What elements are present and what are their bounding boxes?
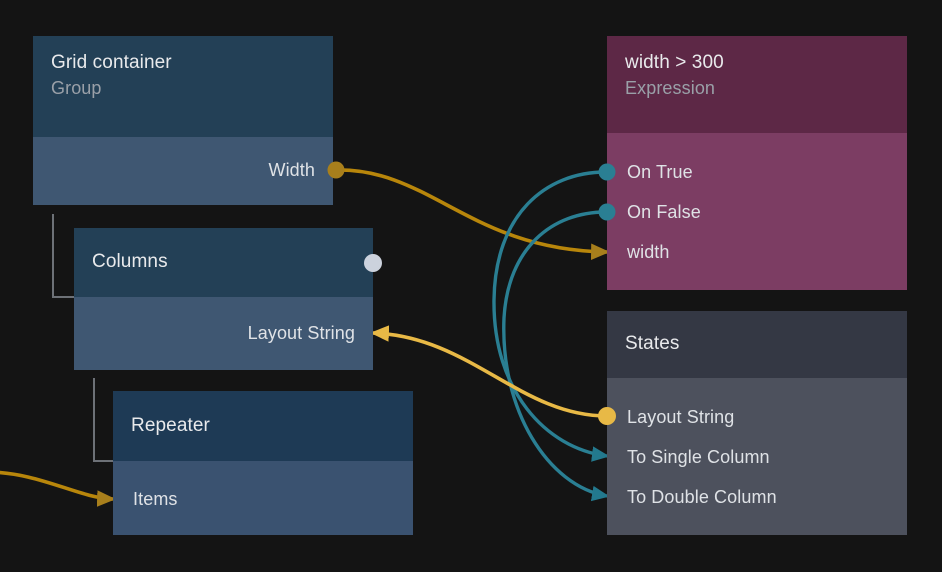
port-grid-container-width[interactable]: Width [33, 150, 333, 190]
wire-on-true-to-single-column [492, 170, 610, 462]
port-label-layout-string: Layout String [247, 322, 355, 343]
socket-states-layout-string-amber-dot[interactable] [598, 407, 616, 425]
node-repeater-body: Items [113, 461, 413, 535]
port-label-items: Items [133, 488, 178, 509]
node-columns[interactable]: Columns Layout String [74, 228, 373, 370]
node-columns-body: Layout String [74, 297, 373, 370]
node-grid-container-subtitle: Group [51, 78, 102, 98]
node-expression-header[interactable]: width > 300 Expression [607, 36, 907, 133]
port-label-on-true: On True [627, 161, 693, 182]
node-grid-container-title: Grid container [51, 52, 172, 73]
node-expression[interactable]: width > 300 Expression On True On False … [607, 36, 907, 290]
port-states-to-double-column[interactable]: To Double Column [607, 477, 907, 517]
node-repeater-title: Repeater [131, 415, 210, 436]
port-label-expression-width: width [627, 241, 670, 262]
node-grid-container-header[interactable]: Grid container Group [33, 36, 333, 137]
port-label-to-double-column: To Double Column [627, 486, 777, 507]
node-states[interactable]: States Layout String To Single Column To… [607, 311, 907, 535]
port-states-to-single-column[interactable]: To Single Column [607, 437, 907, 477]
port-columns-layout-string[interactable]: Layout String [74, 313, 373, 353]
tree-line-columns-to-repeater [93, 378, 114, 462]
socket-columns-header-white-dot[interactable] [364, 254, 382, 272]
wire-offscreen-to-repeater-items [0, 470, 116, 507]
node-states-header[interactable]: States [607, 311, 907, 378]
socket-expression-on-false-teal-dot[interactable] [598, 203, 616, 221]
node-grid-container-body: Width [33, 137, 333, 205]
node-expression-subtitle: Expression [625, 78, 716, 98]
port-expression-on-true[interactable]: On True [607, 152, 907, 192]
port-repeater-items[interactable]: Items [113, 479, 413, 519]
wire-width-to-expression-width [335, 168, 610, 260]
node-grid-container[interactable]: Grid container Group Width [33, 36, 333, 205]
node-columns-header[interactable]: Columns [74, 228, 373, 297]
port-label-states-layout-string: Layout String [627, 406, 735, 427]
node-columns-title: Columns [92, 251, 168, 272]
node-states-body: Layout String To Single Column To Double… [607, 378, 907, 535]
port-label-on-false: On False [627, 201, 701, 222]
tree-line-grid-to-columns [52, 214, 74, 298]
port-expression-on-false[interactable]: On False [607, 192, 907, 232]
socket-expression-on-true-teal-dot[interactable] [598, 163, 616, 181]
port-label-to-single-column: To Single Column [627, 446, 770, 467]
wire-on-false-to-double-column [502, 210, 610, 502]
port-label-width: Width [268, 159, 315, 180]
port-states-layout-string[interactable]: Layout String [607, 397, 907, 437]
node-expression-body: On True On False width [607, 133, 907, 290]
node-expression-title: width > 300 [625, 52, 724, 73]
port-expression-width[interactable]: width [607, 232, 907, 272]
node-repeater[interactable]: Repeater Items [113, 391, 413, 535]
node-states-title: States [625, 333, 680, 354]
socket-grid-container-width-gold-dot[interactable] [327, 161, 345, 179]
node-repeater-header[interactable]: Repeater [113, 391, 413, 461]
